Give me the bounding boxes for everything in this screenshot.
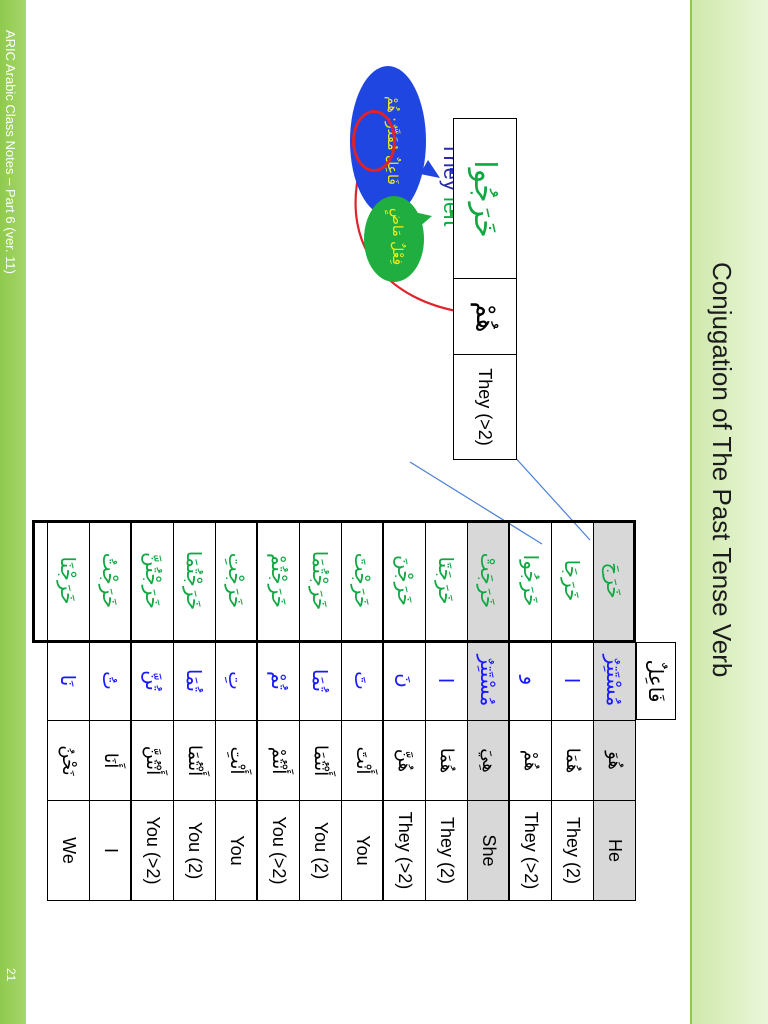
english-cell: We [47, 800, 90, 901]
pronoun-cell: أَنْتَ [341, 720, 384, 801]
verb-cell: خَرَجَا [551, 520, 594, 641]
slide-title: Conjugation of The Past Tense Verb [707, 262, 737, 678]
suffix-cell: تَ [341, 640, 384, 721]
pronoun-cell: هُمْ [509, 720, 552, 801]
english-cell: They (2) [551, 800, 594, 901]
page-number: 21 [4, 968, 18, 982]
english-cell: You (2) [173, 800, 216, 901]
verb-cell: خَرَجَتْ [467, 520, 510, 641]
footer-band: ARIC Arabic Class Notes – Part 6 (ver. 1… [0, 0, 26, 1024]
pronoun-cell: أَنْتُمْ [257, 720, 300, 801]
footer-text: ARIC Arabic Class Notes – Part 6 (ver. 1… [3, 30, 18, 274]
pronoun-cell: هُنَّ [383, 720, 426, 801]
table-row: خَرَجْنَنَهُنَّThey (>2) [383, 520, 426, 901]
table-row: خَرَجْتَتَأَنْتَYou [341, 520, 384, 901]
pronoun-cell: أَنْتُمَا [299, 720, 342, 801]
connector-line-1 [511, 453, 591, 541]
pronoun-cell: هُمَا [551, 720, 594, 801]
connector-line-2 [409, 461, 543, 545]
slide-content: They left خَرَجُوا هُمْ They (>2) فَاعِل… [32, 66, 676, 908]
example-box: خَرَجُوا هُمْ They (>2) [453, 118, 517, 460]
example-english: They (>2) [453, 354, 517, 460]
verb-cell: خَرَجْتِ [215, 520, 258, 641]
pronoun-cell: هُوَ [593, 720, 636, 801]
english-cell: You [341, 800, 384, 901]
english-cell: I [89, 800, 132, 901]
english-cell: She [467, 800, 510, 901]
pronoun-cell: أَنْتُنَّ [131, 720, 174, 801]
table-row: خَرَجْتُنَّتُنَّأَنْتُنَّYou (>2) [131, 520, 174, 901]
pronoun-cell: هُمَا [425, 720, 468, 801]
pronoun-cell: أَنَا [89, 720, 132, 801]
table-row: خَرَجْتُمْتُمْأَنْتُمْYou (>2) [257, 520, 300, 901]
suffix-cell: مُسْتَتِرٌ [593, 640, 636, 721]
english-cell: You (>2) [131, 800, 174, 901]
verb-cell: خَرَجْنَ [383, 520, 426, 641]
english-cell: You (>2) [257, 800, 300, 901]
title-band [690, 0, 768, 1024]
verb-cell: خَرَجَتَا [425, 520, 468, 641]
bubble-verb-text: فِعْلٌ مَاضٍ [389, 208, 405, 266]
verb-cell: خَرَجْتُمَا [299, 520, 342, 641]
pronoun-cell: نَحْنُ [47, 720, 90, 801]
suffix-cell: تُ [89, 640, 132, 721]
verb-cell: خَرَجْتُنَّ [131, 520, 174, 641]
example-verb: خَرَجُوا [453, 118, 517, 280]
example-pronoun: هُمْ [453, 278, 517, 356]
suffix-cell: ا [425, 640, 468, 721]
suffix-cell: تُمَا [299, 640, 342, 721]
table-row: خَرَجَتْمُسْتَتِرٌهِيَShe [467, 520, 510, 901]
verb-cell: خَرَجُوا [509, 520, 552, 641]
pronoun-cell: أَنْتُمَا [173, 720, 216, 801]
suffix-cell: نَ [383, 640, 426, 721]
highlight-circle [352, 110, 396, 172]
table-row: خَرَجْتِتِأَنْتِYou [215, 520, 258, 901]
pronoun-cell: أَنْتِ [215, 720, 258, 801]
suffix-cell: تُمَا [173, 640, 216, 721]
bubble-blue-tail [420, 160, 440, 178]
suffix-cell: نَا [47, 640, 90, 721]
suffix-cell: مُسْتَتِرٌ [467, 640, 510, 721]
verb-cell: خَرَجْتُ [89, 520, 132, 641]
verb-cell: خَرَجْنَا [47, 520, 90, 641]
english-cell: They (2) [425, 800, 468, 901]
suffix-cell: تُنَّ [131, 640, 174, 721]
verb-cell: خَرَجْتُمْ [257, 520, 300, 641]
suffix-cell: تُمْ [257, 640, 300, 721]
table-row: خَرَجَمُسْتَتِرٌهُوَHe [593, 520, 636, 901]
suffix-cell: تِ [215, 640, 258, 721]
suffix-cell: ا [551, 640, 594, 721]
verb-cell: خَرَجْتَ [341, 520, 384, 641]
suffix-header: فَاعِلٌ [636, 642, 676, 720]
english-cell: He [593, 800, 636, 901]
english-cell: They (>2) [383, 800, 426, 901]
pronoun-cell: هِيَ [467, 720, 510, 801]
suffix-cell: و [509, 640, 552, 721]
verb-cell: خَرَجَ [593, 520, 636, 641]
english-cell: You [215, 800, 258, 901]
verb-cell: خَرَجْتُمَا [173, 520, 216, 641]
english-cell: You (2) [299, 800, 342, 901]
english-cell: They (>2) [509, 800, 552, 901]
